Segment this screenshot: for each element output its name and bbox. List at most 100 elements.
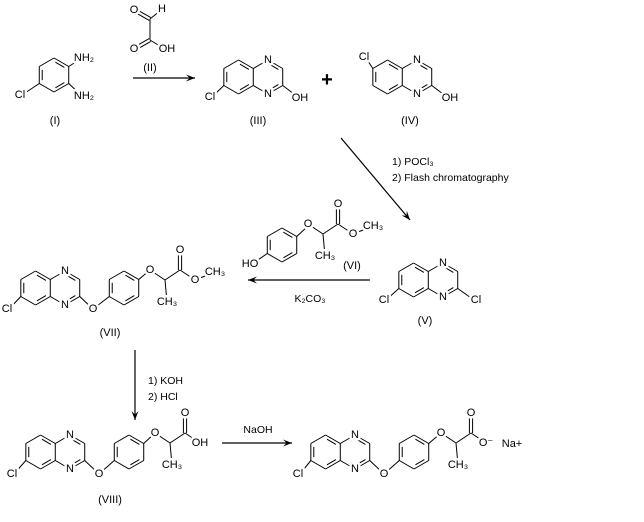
bond <box>457 288 475 301</box>
bond <box>428 288 444 298</box>
methyl-label: CH₃ <box>205 266 225 278</box>
bond <box>267 253 283 263</box>
bond <box>149 9 162 20</box>
nitrogen-label: N <box>351 463 359 475</box>
arrowhead-icon <box>283 439 292 447</box>
bond <box>326 438 337 445</box>
bond <box>440 432 457 444</box>
bond <box>269 63 279 70</box>
compound-label: (V) <box>418 315 433 327</box>
oxygen-label: O <box>349 228 358 240</box>
bond <box>164 279 168 303</box>
bond <box>55 82 65 89</box>
bond <box>431 85 448 98</box>
bond <box>372 59 388 69</box>
hydroxyl-label: HO <box>242 258 259 270</box>
compound-label: (VIII) <box>98 494 122 506</box>
bond <box>25 460 41 470</box>
bond <box>184 432 201 444</box>
bond <box>53 57 69 67</box>
bond <box>136 9 152 19</box>
bond <box>385 288 400 301</box>
hydroxyl-label: OH <box>442 92 459 104</box>
bond <box>322 233 326 257</box>
nitrogen-label: N <box>351 429 359 441</box>
bond <box>40 460 56 470</box>
chlorine-label: Cl <box>7 468 17 480</box>
bond <box>20 270 36 280</box>
bond <box>92 296 110 310</box>
bond <box>325 460 341 470</box>
bond <box>68 83 83 97</box>
bond <box>356 459 366 466</box>
bond <box>134 11 150 21</box>
bond <box>238 59 254 69</box>
arrow-step4 <box>131 350 139 420</box>
bond <box>413 262 429 272</box>
bond <box>8 296 22 310</box>
bond <box>211 85 225 98</box>
bond <box>251 253 268 265</box>
oxygen-label: O <box>130 43 139 55</box>
oxygen-label: O <box>467 407 476 419</box>
bond <box>470 432 487 444</box>
bond <box>41 459 52 466</box>
chlorine-label: Cl <box>471 294 481 306</box>
bond <box>238 85 254 95</box>
bond <box>337 223 354 235</box>
bond <box>326 459 337 466</box>
bond <box>223 85 239 95</box>
bond <box>418 63 428 70</box>
oxygen-label: O <box>130 4 139 16</box>
bond <box>79 296 94 310</box>
bond <box>223 59 239 69</box>
nitrogen-label: N <box>413 88 421 100</box>
bond <box>414 266 425 273</box>
oxygen-label: O <box>380 468 389 480</box>
bond <box>128 434 144 444</box>
oxygen-label: O <box>191 274 200 286</box>
bond <box>71 459 81 466</box>
bond <box>281 253 297 263</box>
hydroxyl-label: OH <box>292 92 309 104</box>
reagent-koh: 1) KOH <box>148 375 183 387</box>
bond <box>283 252 293 259</box>
bond <box>25 434 41 444</box>
bond <box>388 84 399 91</box>
bond <box>55 61 65 68</box>
amine-label: NH₂ <box>74 90 94 102</box>
nitrogen-label: N <box>66 429 74 441</box>
bond <box>253 59 269 69</box>
arrowhead-icon <box>401 210 410 220</box>
bond <box>369 460 385 475</box>
reagent-pocl3: 1) POCl₃ <box>392 156 434 168</box>
bond <box>179 269 196 281</box>
bond <box>428 432 442 444</box>
bond <box>444 266 454 273</box>
bond <box>354 434 370 444</box>
bond <box>267 227 283 237</box>
bond <box>442 262 458 272</box>
chlorine-label: Cl <box>379 294 389 306</box>
bond <box>399 434 415 444</box>
bond <box>69 460 85 470</box>
sodium-counterion: Na+ <box>502 438 523 450</box>
methyl-label: CH₃ <box>448 459 468 471</box>
bond <box>50 270 66 280</box>
bond <box>84 460 100 475</box>
bond <box>387 85 403 95</box>
bond <box>136 40 152 50</box>
oxygen-label: O <box>181 407 190 419</box>
bond <box>402 85 418 95</box>
arrowhead-icon <box>248 276 257 284</box>
compound-label: (III) <box>250 115 267 127</box>
oxygen-label: O <box>89 303 98 315</box>
bond <box>387 59 403 69</box>
bond <box>307 223 324 235</box>
bond <box>283 231 293 238</box>
compound-label: (II) <box>143 62 156 74</box>
bond <box>267 85 283 95</box>
bond <box>253 85 269 95</box>
bond <box>455 442 459 466</box>
